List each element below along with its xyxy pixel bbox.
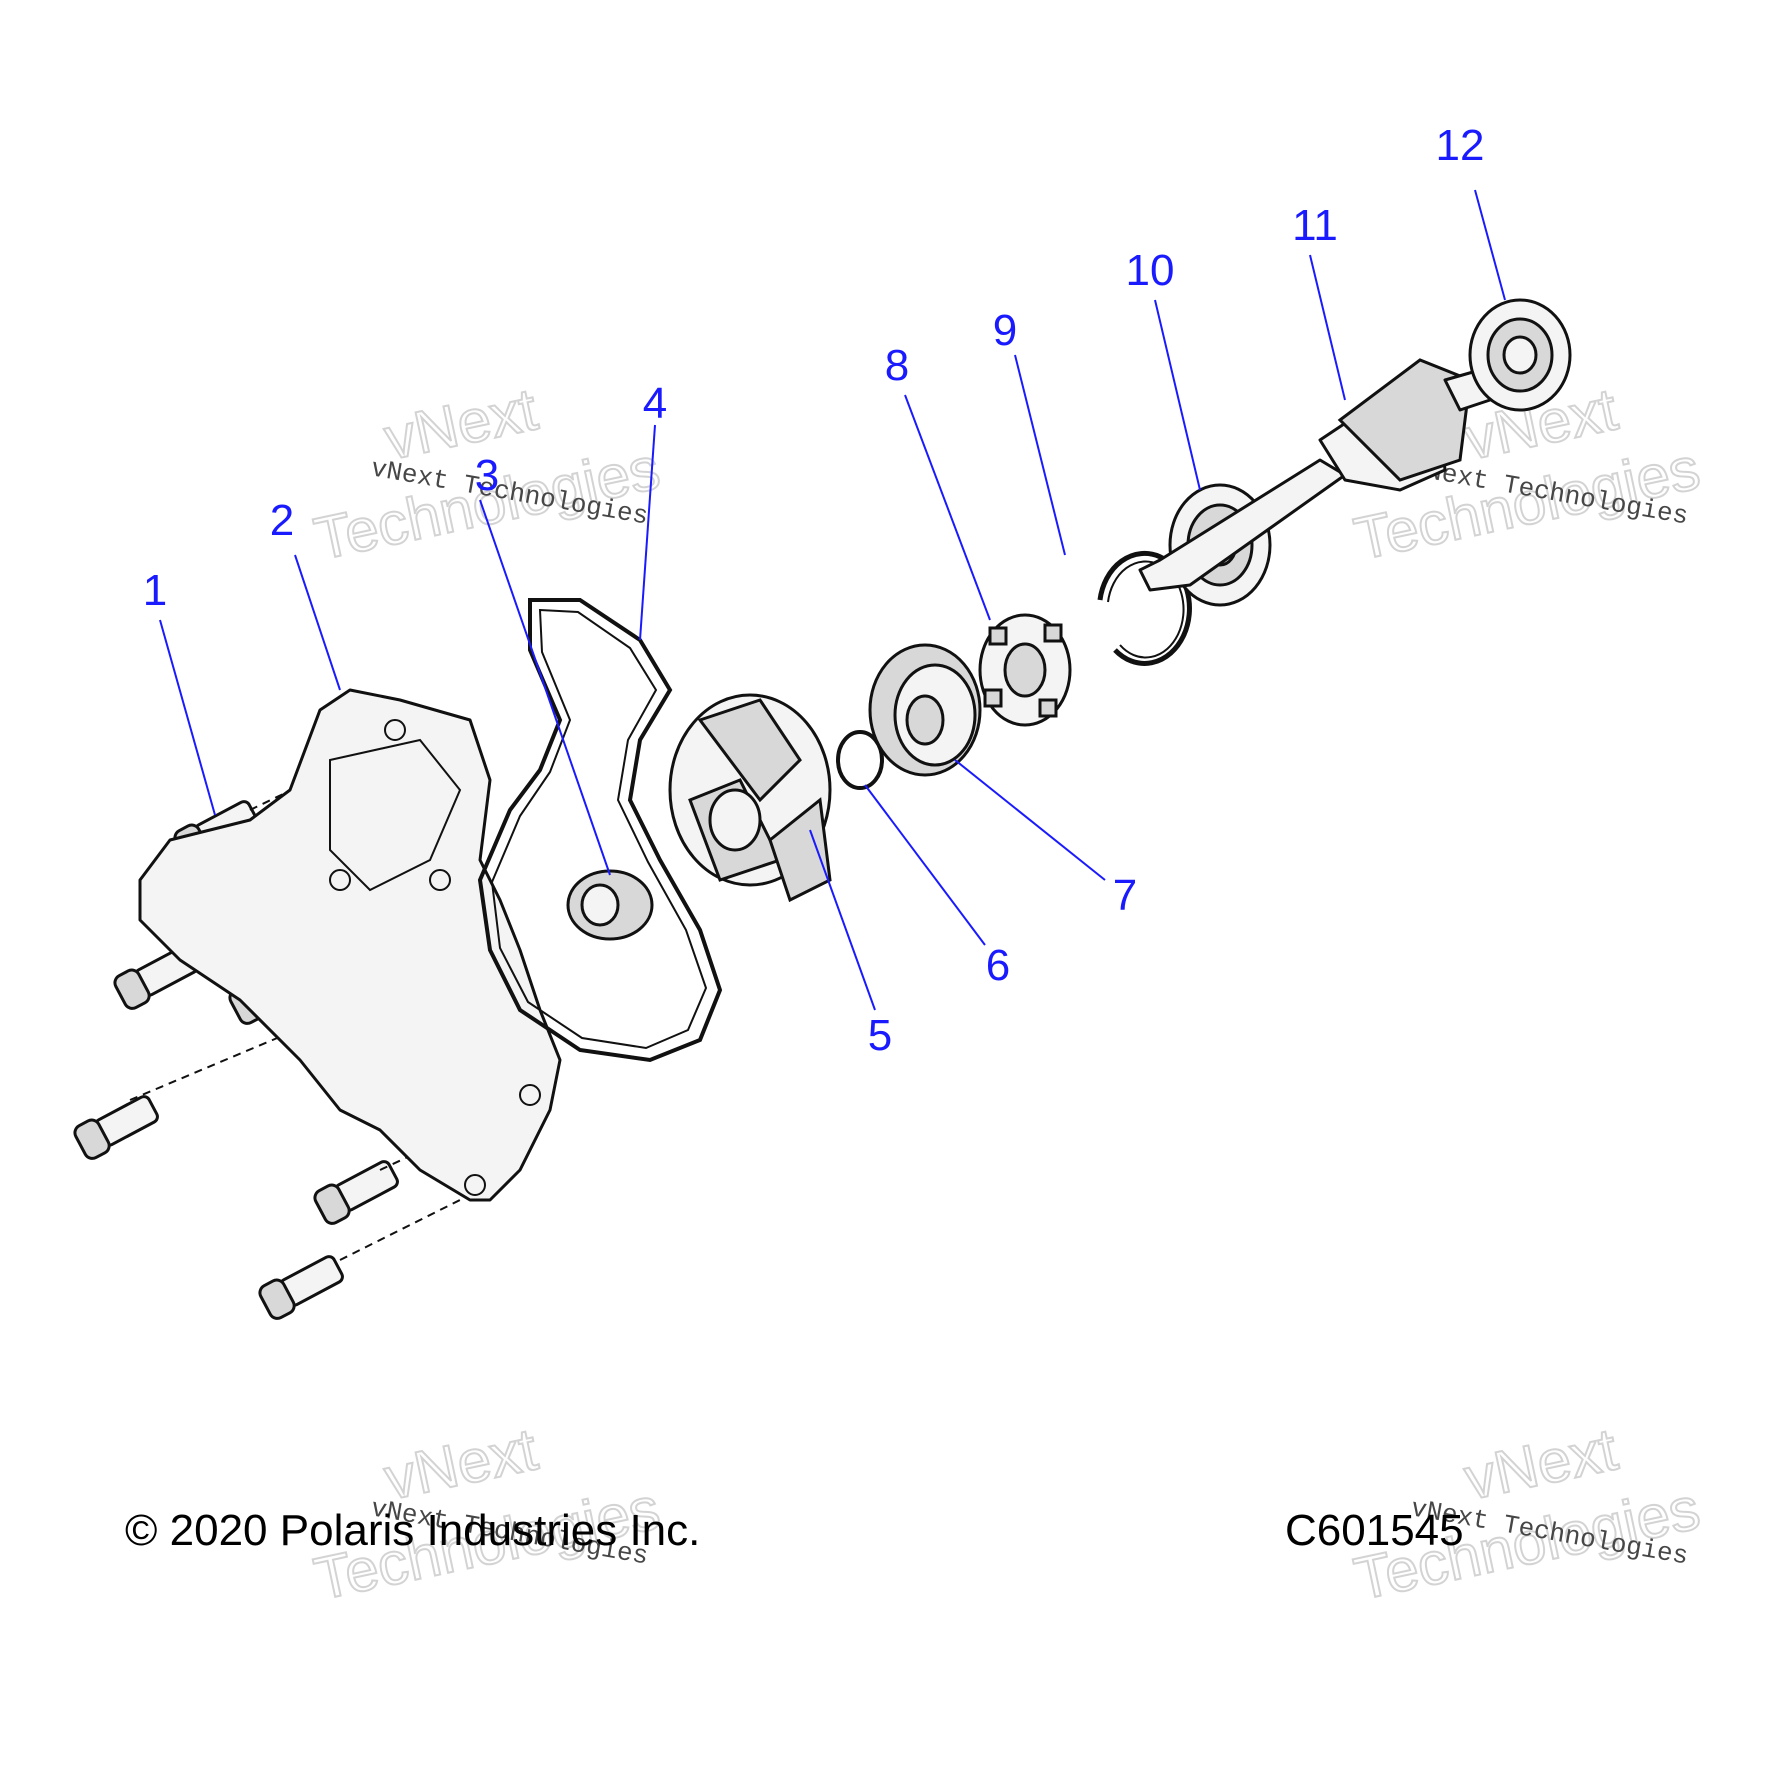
callout-1: 1 xyxy=(143,566,167,615)
callout-8: 8 xyxy=(885,341,909,390)
part-11-shaft-gear xyxy=(1138,358,1492,592)
callout-9: 9 xyxy=(993,306,1017,355)
part-3-bushing xyxy=(566,869,654,941)
callout-2: 2 xyxy=(270,496,294,545)
callout-5: 5 xyxy=(868,1011,892,1060)
copyright-text: © 2020 Polaris Industries Inc. xyxy=(125,1506,700,1555)
part-4-gasket xyxy=(477,598,723,1063)
callout-12: 12 xyxy=(1436,121,1485,170)
part-8-slotted-washer xyxy=(978,613,1072,727)
part-7-seal xyxy=(868,643,982,777)
callout-11: 11 xyxy=(1292,201,1338,250)
part-5-impeller xyxy=(668,693,832,903)
part-6-o-ring xyxy=(836,730,884,790)
figure-id: C601545 xyxy=(1285,1506,1464,1555)
callout-10: 10 xyxy=(1126,246,1175,295)
part-12-end-bearing xyxy=(1468,298,1572,412)
callout-4: 4 xyxy=(643,379,667,428)
callout-7: 7 xyxy=(1113,871,1137,920)
callout-3: 3 xyxy=(475,451,499,500)
callout-leaders xyxy=(159,189,1506,1011)
part-2-pump-cover xyxy=(138,688,562,1202)
callout-labels: 1 2 3 4 5 6 7 8 9 10 11 12 xyxy=(143,121,1485,1060)
callout-6: 6 xyxy=(986,941,1010,990)
